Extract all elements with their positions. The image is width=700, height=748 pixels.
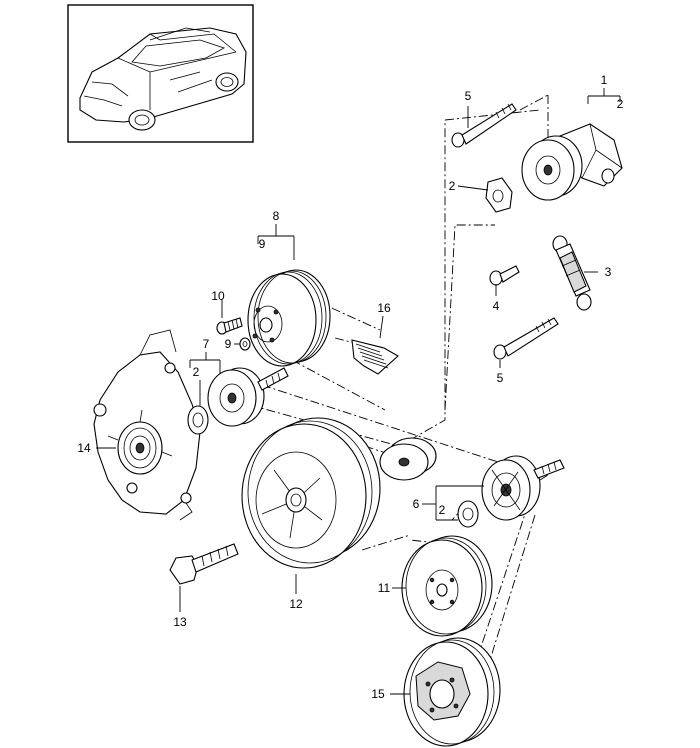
part-6-tensioner-pulley xyxy=(481,455,565,521)
callout-9-bracket: 9 xyxy=(259,237,266,251)
callout-11: 11 xyxy=(378,581,391,595)
part-16-belt xyxy=(351,339,399,375)
part-2-dust-cap-left xyxy=(187,405,209,435)
part-10-bolt xyxy=(216,317,243,335)
part-11-pulley xyxy=(401,535,493,637)
idler-pulley-center xyxy=(379,437,437,481)
callout-9-washer: 9 xyxy=(225,337,232,351)
part-7-idler-pulley xyxy=(207,367,289,427)
callout-10: 10 xyxy=(211,289,225,303)
callout-15: 15 xyxy=(371,687,385,701)
callout-8: 8 xyxy=(273,209,280,223)
callout-13: 13 xyxy=(173,615,187,629)
part-4-bolt xyxy=(489,265,520,286)
part-13-bolt xyxy=(169,543,239,585)
callout-16: 16 xyxy=(377,301,391,315)
part-1-tensioner xyxy=(521,123,623,201)
callout-7: 7 xyxy=(203,337,210,351)
vehicle-thumbnail xyxy=(67,4,254,143)
suv-icon xyxy=(79,27,247,131)
callout-2-cap-top: 2 xyxy=(449,179,456,193)
part-12-crankshaft-pulley xyxy=(241,417,381,569)
part-9-washer xyxy=(239,337,251,351)
leader-lines xyxy=(96,88,621,695)
callout-14: 14 xyxy=(77,441,91,455)
callout-12: 12 xyxy=(289,597,303,611)
callout-4: 4 xyxy=(493,299,500,313)
part-14-bracket xyxy=(93,329,201,521)
callout-5-top: 5 xyxy=(465,89,472,103)
callout-2-right: 2 xyxy=(439,503,446,517)
part-5-bolt-bottom xyxy=(493,317,559,360)
part-3-damper xyxy=(552,235,592,311)
part-8-pulley xyxy=(247,269,331,367)
part-15-compressor-pulley xyxy=(403,637,501,747)
part-5-bolt-top xyxy=(451,103,517,148)
callout-labels: 1 2 2 2 2 3 4 5 5 6 7 8 9 9 10 11 12 13 … xyxy=(77,73,623,701)
part-2-dust-cap-right xyxy=(457,500,479,528)
callout-3: 3 xyxy=(605,265,612,279)
callout-1: 1 xyxy=(601,73,608,87)
part-2-dust-cap-top xyxy=(485,177,513,213)
callout-5-bottom: 5 xyxy=(497,371,504,385)
callout-2-top-right: 2 xyxy=(617,97,624,111)
callout-6: 6 xyxy=(413,497,420,511)
callout-2-left: 2 xyxy=(193,365,200,379)
